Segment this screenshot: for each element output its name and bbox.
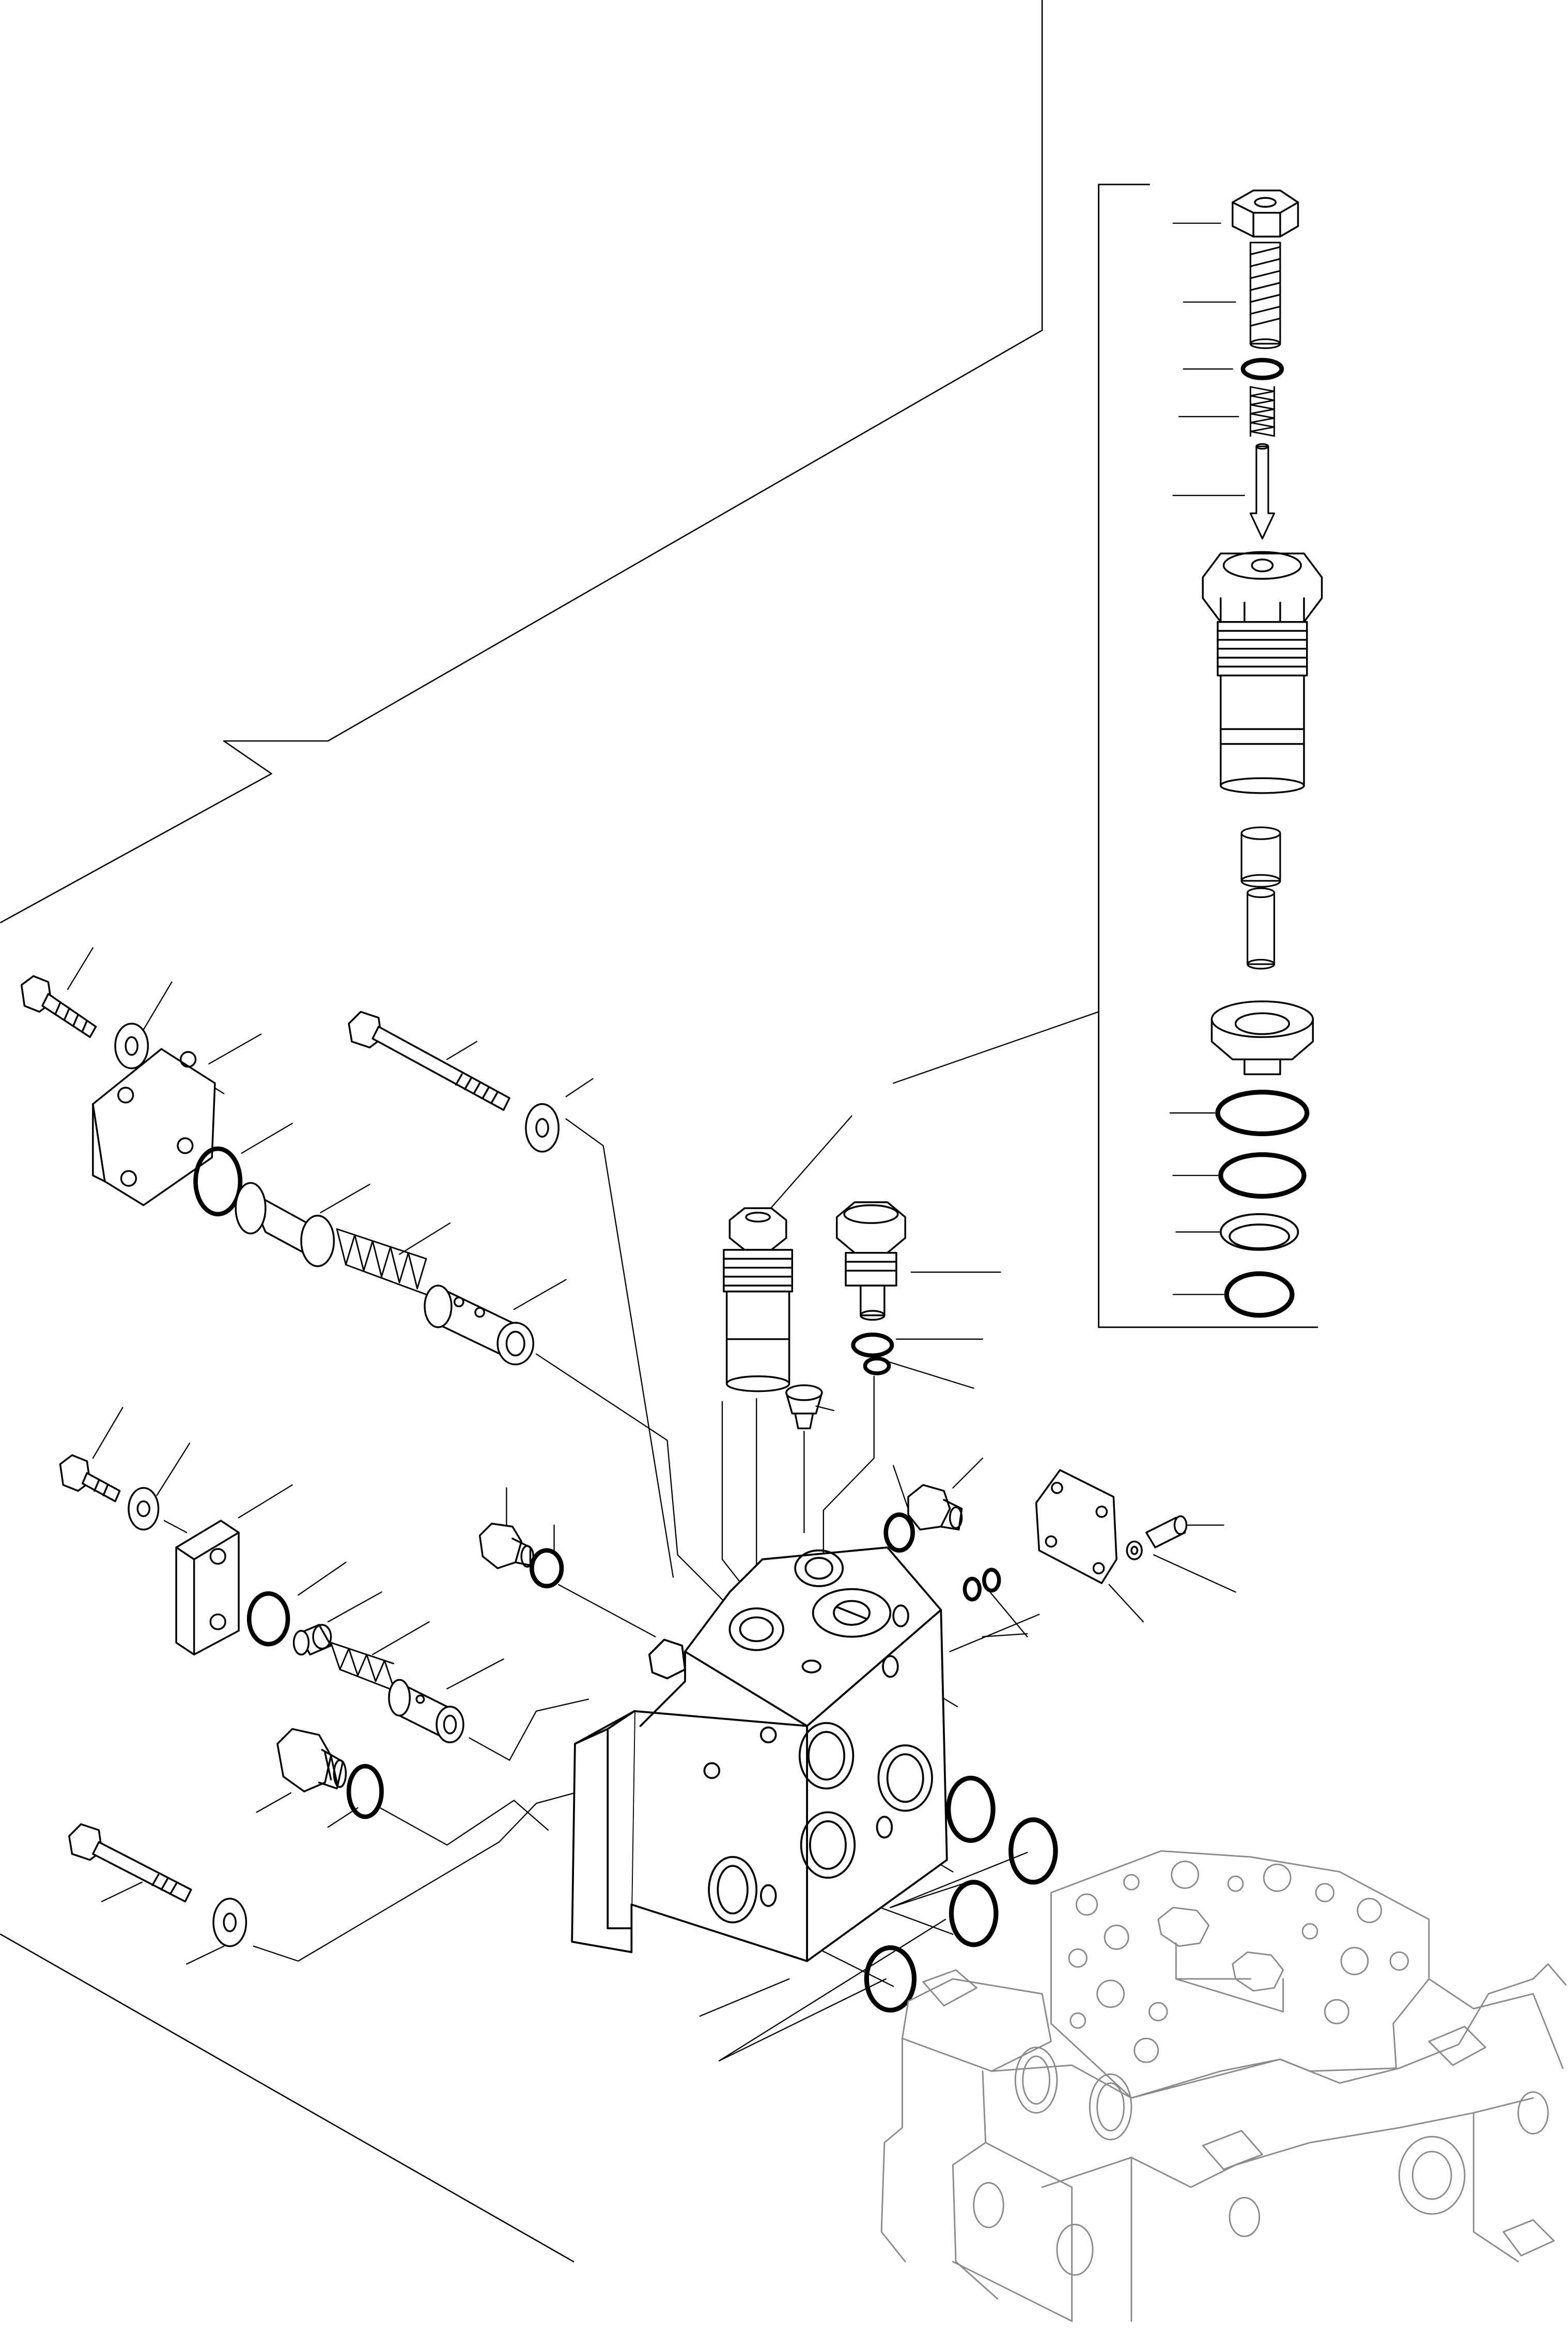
- detail-pin: [1246, 887, 1275, 970]
- detail-o-ring-3: [1224, 1271, 1295, 1318]
- lower-plate: [175, 1520, 240, 1656]
- valve-section-body: [571, 1546, 948, 1962]
- upper-end-cap: [92, 1048, 216, 1206]
- side-plug-right-o-ring: [883, 1512, 915, 1553]
- main-valve-block: [880, 1850, 1567, 2322]
- lower-poppet-tip: [292, 1623, 332, 1656]
- front-plug: [276, 1728, 347, 1792]
- long-bolt-washer: [525, 1103, 560, 1153]
- lower-cap-bolt: [59, 1454, 121, 1502]
- detail-sleeve: [1240, 826, 1281, 888]
- cover-plate: [1035, 1469, 1117, 1584]
- plug-o-ring-small: [863, 1356, 891, 1375]
- upper-spring: [336, 1228, 427, 1295]
- detail-spring: [1249, 386, 1275, 437]
- detail-o-ring-1: [1215, 1090, 1310, 1136]
- detail-callout-line: [893, 1011, 1099, 1084]
- detail-needle-pin: [1249, 443, 1275, 540]
- side-plug-right: [907, 1484, 963, 1531]
- detail-small-o-ring: [1240, 358, 1284, 380]
- long-tie-bolt: [348, 1011, 510, 1111]
- frame-lines: [0, 0, 1043, 2263]
- relief-valve-assembly: [723, 1207, 794, 1392]
- tiny-o-rings: [962, 1568, 1001, 1602]
- side-plug-left: [478, 1523, 534, 1570]
- lower-spool: [388, 1679, 464, 1743]
- upper-cap-bolt: [20, 975, 97, 1038]
- detail-adjust-screw: [1249, 241, 1281, 349]
- upper-cap-washer: [114, 1023, 149, 1070]
- lower-o-ring: [246, 1591, 290, 1647]
- upper-sleeve: [235, 1182, 335, 1267]
- upper-poppet: [424, 1284, 534, 1366]
- check-valve-plug: [836, 1201, 906, 1321]
- upper-cap-o-ring: [193, 1146, 243, 1217]
- small-screw-plug: [785, 1384, 823, 1430]
- bottom-tie-bolt: [68, 1823, 192, 1903]
- cover-washer: [1126, 1540, 1143, 1560]
- bottom-bolt-washer: [212, 1897, 247, 1947]
- front-plug-o-ring: [346, 1763, 384, 1819]
- lower-spring: [330, 1641, 395, 1691]
- detail-o-ring-2: [1218, 1152, 1307, 1199]
- detail-backup-ring: [1219, 1213, 1299, 1251]
- detail-lock-nut: [1232, 189, 1299, 238]
- plug-o-ring-large: [851, 1333, 894, 1358]
- cover-screw: [1145, 1515, 1188, 1548]
- detail-relief-cartridge: [1202, 551, 1323, 794]
- lower-cap-washer: [128, 1487, 160, 1531]
- side-plug-left-o-ring: [530, 1548, 564, 1589]
- detail-seat: [1210, 1000, 1314, 1075]
- detail-box: [1098, 183, 1318, 1328]
- port-o-rings: [864, 1775, 1058, 2013]
